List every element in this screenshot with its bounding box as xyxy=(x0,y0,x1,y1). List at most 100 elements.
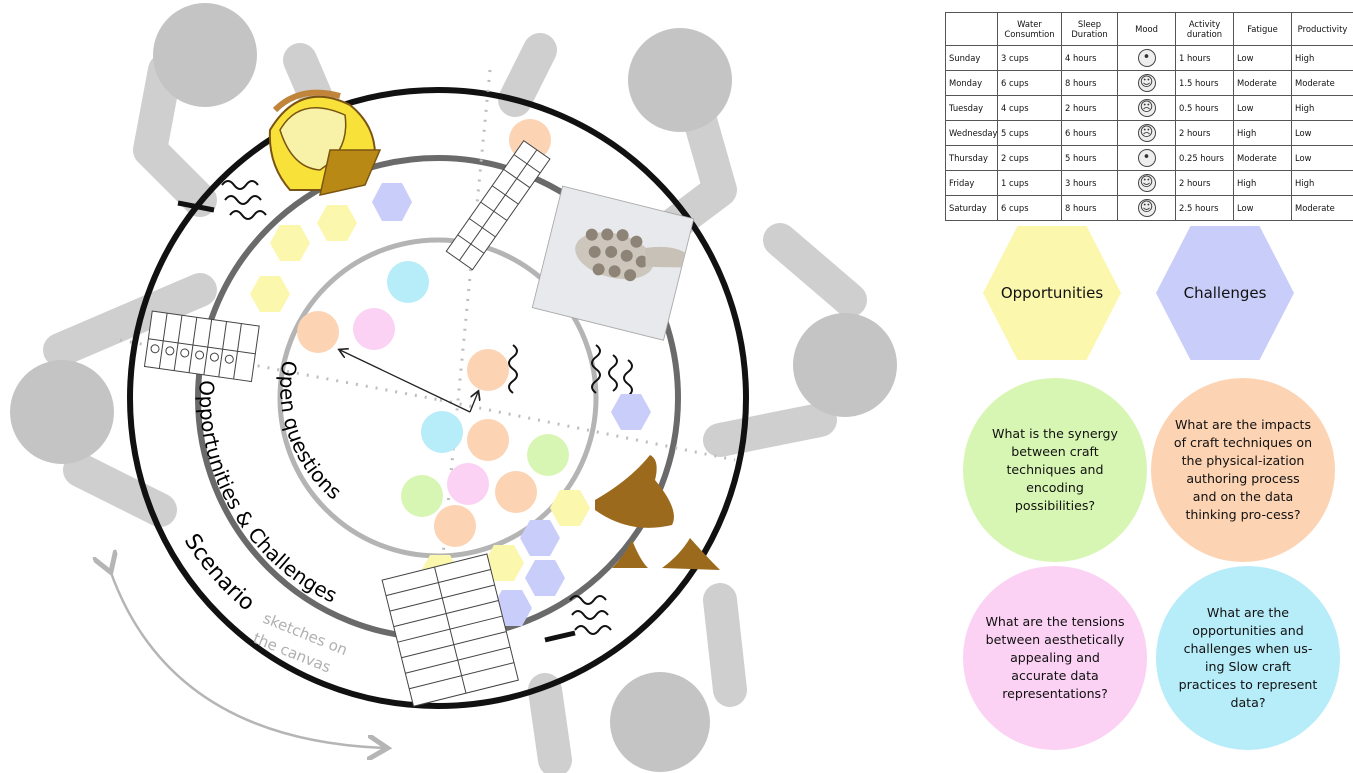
outer-ring xyxy=(127,87,749,709)
table-header-row: Water Consumtion Sleep Duration Mood Act… xyxy=(945,12,1353,46)
table-cell-activity: 2 hours xyxy=(1175,120,1234,146)
question-impacts-text: What are the impacts of craft techniques… xyxy=(1173,417,1313,522)
table-header-cell xyxy=(945,12,998,46)
sketch-arrow-icon xyxy=(110,570,385,748)
table-cell-fatigue: Moderate xyxy=(1233,145,1292,171)
table-header-cell: Activity duration xyxy=(1175,12,1234,46)
mood-sad-face-icon: ☹ xyxy=(1137,124,1156,142)
mood-cell: ☺ xyxy=(1117,70,1176,96)
mood-cell: ☹ xyxy=(1117,95,1176,121)
table-cell-water: 4 cups xyxy=(997,95,1062,121)
table-cell-productivity: Moderate xyxy=(1291,70,1353,96)
opportunities-hexagon: Opportunities xyxy=(983,226,1121,360)
clay-figures-icon xyxy=(595,455,720,570)
person-bottom-right xyxy=(528,583,747,773)
table-cell-activity: 2 hours xyxy=(1175,170,1234,196)
table-cell-fatigue: Low xyxy=(1233,45,1292,71)
table-cell-sleep: 2 hours xyxy=(1061,95,1118,121)
workshop-canvas-diagram: Open questions Opportunities & Challenge… xyxy=(10,3,897,773)
table-cell-day: Friday xyxy=(945,170,998,196)
question-slow-craft-text: What are the opportunities and challenge… xyxy=(1178,605,1318,710)
table-cell-sleep: 4 hours xyxy=(1061,45,1118,71)
table-cell-productivity: High xyxy=(1291,170,1353,196)
table-cell-day: Thursday xyxy=(945,145,998,171)
mood-cell: ☺ xyxy=(1117,195,1176,221)
squiggle-marks xyxy=(221,180,633,635)
mood-happy-face-icon: ☺ xyxy=(1137,199,1156,217)
habit-tracking-table: Water Consumtion Sleep Duration Mood Act… xyxy=(945,12,1353,221)
table-cell-day: Tuesday xyxy=(945,95,998,121)
yarn-basket-icon xyxy=(268,89,382,196)
table-cell-fatigue: High xyxy=(1233,170,1292,196)
mood-happy-face-icon: ☺ xyxy=(1137,74,1156,92)
question-tensions-circle: What are the tensions between aesthetica… xyxy=(963,566,1147,750)
mood-cell: ☺ xyxy=(1117,170,1176,196)
mini-table-bottom xyxy=(381,553,519,707)
table-cell-water: 3 cups xyxy=(997,45,1062,71)
table-cell-productivity: High xyxy=(1291,95,1353,121)
challenges-label: Challenges xyxy=(1183,284,1267,302)
challenges-hexagon: Challenges xyxy=(1156,226,1294,360)
mood-cell: • xyxy=(1117,45,1176,71)
mood-neutral-face-icon: • xyxy=(1137,49,1156,67)
table-cell-activity: 1 hours xyxy=(1175,45,1234,71)
table-cell-productivity: Low xyxy=(1291,120,1353,146)
mood-happy-face-icon: ☺ xyxy=(1137,174,1156,192)
mood-neutral-face-icon: • xyxy=(1137,149,1156,167)
person-right xyxy=(703,223,897,457)
table-cell-productivity: Moderate xyxy=(1291,195,1353,221)
table-cell-water: 2 cups xyxy=(997,145,1062,171)
question-tensions-text: What are the tensions between aesthetica… xyxy=(985,614,1125,701)
table-cell-fatigue: High xyxy=(1233,120,1292,146)
opportunities-label: Opportunities xyxy=(1000,284,1104,302)
table-header-cell: Water Consumtion xyxy=(997,12,1062,46)
table-cell-sleep: 3 hours xyxy=(1061,170,1118,196)
table-cell-fatigue: Low xyxy=(1233,95,1292,121)
mini-table-top xyxy=(445,139,551,271)
question-synergy-text: What is the synergy between craft techni… xyxy=(992,426,1118,513)
mood-cell: ☹ xyxy=(1117,120,1176,146)
table-cell-sleep: 8 hours xyxy=(1061,195,1118,221)
mood-cell: • xyxy=(1117,145,1176,171)
center-arrows xyxy=(340,350,478,413)
table-cell-sleep: 5 hours xyxy=(1061,145,1118,171)
table-cell-activity: 1.5 hours xyxy=(1175,70,1234,96)
table-cell-productivity: High xyxy=(1291,45,1353,71)
dotted-dividers xyxy=(119,69,736,691)
table-cell-day: Wednesday xyxy=(945,120,998,146)
question-synergy-circle: What is the synergy between craft techni… xyxy=(963,378,1147,562)
question-slow-craft-circle: What are the opportunities and challenge… xyxy=(1156,566,1340,750)
table-cell-activity: 0.25 hours xyxy=(1175,145,1234,171)
table-cell-fatigue: Low xyxy=(1233,195,1292,221)
table-cell-water: 5 cups xyxy=(997,120,1062,146)
table-cell-sleep: 6 hours xyxy=(1061,120,1118,146)
table-cell-fatigue: Moderate xyxy=(1233,70,1292,96)
table-cell-activity: 2.5 hours xyxy=(1175,195,1234,221)
ring-label-open-questions: Open questions xyxy=(275,359,346,504)
table-header-cell: Fatigue xyxy=(1233,12,1292,46)
table-cell-day: Monday xyxy=(945,70,998,96)
table-cell-activity: 0.5 hours xyxy=(1175,95,1234,121)
table-cell-day: Sunday xyxy=(945,45,998,71)
table-cell-water: 6 cups xyxy=(997,70,1062,96)
table-cell-day: Saturday xyxy=(945,195,998,221)
mini-table-left xyxy=(143,310,260,383)
table-cell-productivity: Low xyxy=(1291,145,1353,171)
table-header-cell: Mood xyxy=(1117,12,1176,46)
table-header-cell: Sleep Duration xyxy=(1061,12,1118,46)
table-cell-water: 6 cups xyxy=(997,195,1062,221)
question-impacts-circle: What are the impacts of craft techniques… xyxy=(1151,378,1335,562)
table-header-cell: Productivity xyxy=(1291,12,1353,46)
mood-sad-face-icon: ☹ xyxy=(1137,99,1156,117)
circle-tokens xyxy=(297,119,569,547)
craft-photo-image xyxy=(531,185,695,341)
table-cell-sleep: 8 hours xyxy=(1061,70,1118,96)
table-cell-water: 1 cups xyxy=(997,170,1062,196)
